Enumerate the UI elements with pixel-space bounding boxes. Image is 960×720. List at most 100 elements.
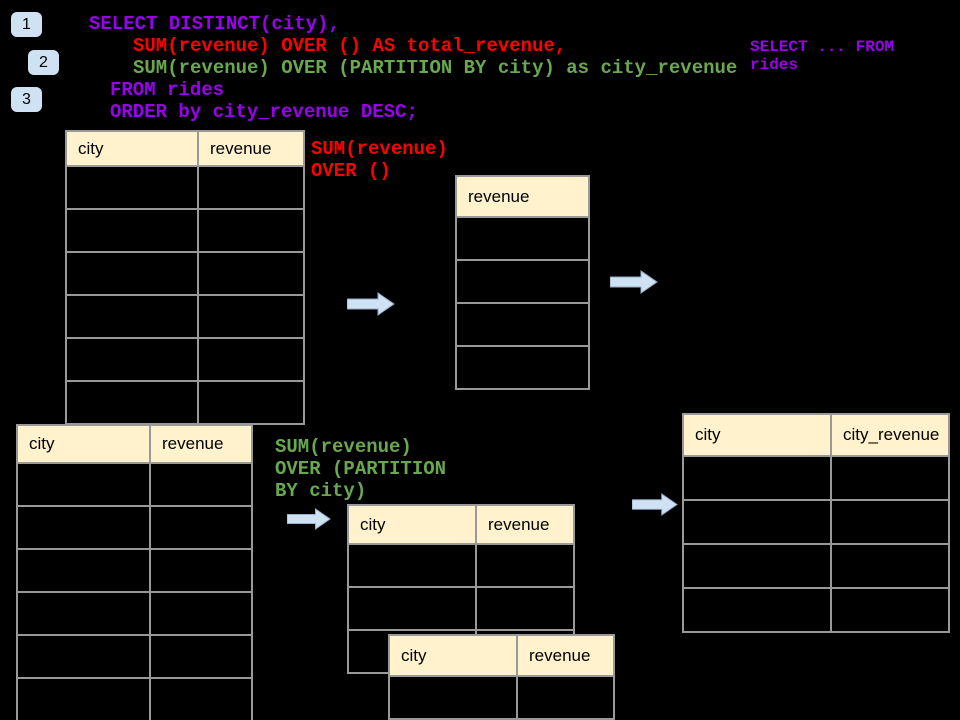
table-row xyxy=(682,543,950,589)
table-row xyxy=(16,591,253,636)
empty-cell xyxy=(16,591,151,636)
empty-cell xyxy=(388,675,518,720)
sql-side-line-1: SELECT ... FROM xyxy=(750,38,895,56)
table-row xyxy=(65,380,305,425)
empty-cell xyxy=(149,591,253,636)
table-row xyxy=(455,345,590,390)
table-row xyxy=(65,208,305,253)
empty-cell xyxy=(65,208,199,253)
empty-cell xyxy=(65,294,199,339)
arrow-right-icon xyxy=(610,270,658,294)
empty-cell xyxy=(197,380,305,425)
empty-cell xyxy=(516,675,615,720)
empty-cell xyxy=(149,462,253,507)
empty-cell xyxy=(682,543,832,589)
empty-cell xyxy=(830,587,950,633)
empty-cell xyxy=(197,251,305,296)
column-header-city: city xyxy=(682,413,832,457)
step-badge-1: 1 xyxy=(11,12,42,37)
arrow-right-icon xyxy=(632,493,678,516)
table-row xyxy=(16,505,253,550)
sql-line-partition-sum: SUM(revenue) OVER (PARTITION BY city) as… xyxy=(133,57,738,79)
empty-cell xyxy=(197,294,305,339)
empty-cell xyxy=(16,462,151,507)
table-row xyxy=(65,294,305,339)
table-row xyxy=(455,216,590,261)
sql-line-total-sum: SUM(revenue) OVER () AS total_revenue, xyxy=(133,35,567,57)
empty-cell xyxy=(830,455,950,501)
arrow-right-icon xyxy=(347,292,395,316)
table-row xyxy=(16,548,253,593)
column-header-city: city xyxy=(16,424,151,464)
empty-cell xyxy=(149,634,253,679)
empty-cell xyxy=(682,455,832,501)
table-row xyxy=(682,455,950,501)
sql-line-from: FROM rides xyxy=(110,79,225,101)
column-header-revenue: revenue xyxy=(197,130,305,167)
table-total-revenue-result: revenue xyxy=(455,175,590,390)
table-row xyxy=(65,251,305,296)
sql-line-order-by: ORDER by city_revenue DESC; xyxy=(110,101,418,123)
empty-cell xyxy=(197,165,305,210)
empty-cell xyxy=(455,302,590,347)
empty-cell xyxy=(347,543,477,588)
column-header-revenue: revenue xyxy=(455,175,590,218)
empty-cell xyxy=(455,259,590,304)
empty-cell xyxy=(475,586,575,631)
step-badge-2: 2 xyxy=(28,50,59,75)
empty-cell xyxy=(830,499,950,545)
total-window-label-line-1: SUM(revenue) xyxy=(311,138,448,160)
empty-cell xyxy=(197,337,305,382)
table-row xyxy=(682,587,950,633)
column-header-city: city xyxy=(65,130,199,167)
empty-cell xyxy=(16,677,151,720)
step-badge-3: 3 xyxy=(11,87,42,112)
empty-cell xyxy=(149,548,253,593)
partition-window-label-line-2: OVER (PARTITION xyxy=(275,458,447,480)
sql-side-line-2: rides xyxy=(750,56,799,74)
table-row xyxy=(16,634,253,679)
column-header-revenue: revenue xyxy=(516,634,615,677)
table-row xyxy=(388,675,615,720)
empty-cell xyxy=(197,208,305,253)
arrow-right-icon xyxy=(287,508,331,530)
empty-cell xyxy=(65,337,199,382)
table-row xyxy=(455,302,590,347)
empty-cell xyxy=(682,587,832,633)
empty-cell xyxy=(16,505,151,550)
empty-cell xyxy=(16,634,151,679)
total-window-label-line-2: OVER () xyxy=(311,160,391,182)
column-header-city: city xyxy=(347,504,477,545)
table-row xyxy=(65,337,305,382)
table-row xyxy=(16,677,253,720)
table-row xyxy=(65,165,305,210)
table-row xyxy=(682,499,950,545)
empty-cell xyxy=(682,499,832,545)
empty-cell xyxy=(347,586,477,631)
table-row xyxy=(455,259,590,304)
empty-cell xyxy=(16,548,151,593)
sql-line-select: SELECT DISTINCT(city), xyxy=(89,13,340,35)
empty-cell xyxy=(65,380,199,425)
column-header-revenue: revenue xyxy=(149,424,253,464)
empty-cell xyxy=(455,216,590,261)
table-row xyxy=(16,462,253,507)
empty-cell xyxy=(149,505,253,550)
empty-cell xyxy=(65,251,199,296)
empty-cell xyxy=(475,543,575,588)
partition-window-label-line-3: BY city) xyxy=(275,480,367,502)
table-row xyxy=(347,586,575,631)
empty-cell xyxy=(455,345,590,390)
partition-window-label-line-1: SUM(revenue) xyxy=(275,436,412,458)
header-row: revenue xyxy=(455,175,590,218)
empty-cell xyxy=(65,165,199,210)
column-header-revenue: revenue xyxy=(475,504,575,545)
